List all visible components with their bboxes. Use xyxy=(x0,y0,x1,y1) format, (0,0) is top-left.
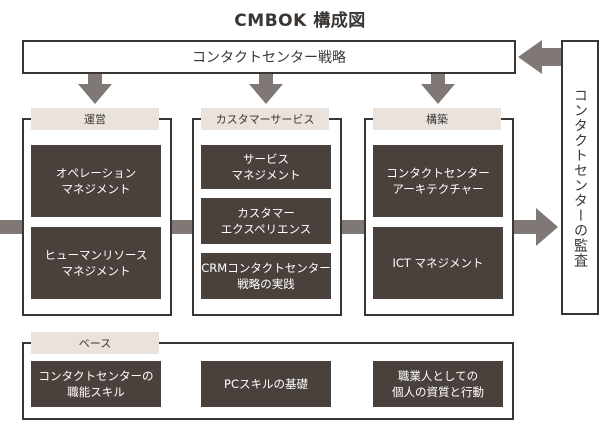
professional-skill-box: コンタクトセンターの 職能スキル xyxy=(31,361,161,407)
right-arrow-to-audit xyxy=(514,208,558,246)
down-arrow-build xyxy=(421,74,455,104)
left-arrow-audit-to-strategy xyxy=(518,40,562,74)
ict-management-box: ICT マネジメント xyxy=(373,227,503,299)
flow-bar-2 xyxy=(342,220,364,234)
flow-bar-left xyxy=(0,220,22,234)
operation-tag: 運営 xyxy=(31,108,159,130)
down-arrow-operation xyxy=(78,74,112,104)
service-management-box: サービス マネジメント xyxy=(201,145,331,189)
architecture-box: コンタクトセンター アーキテクチャー xyxy=(373,145,503,217)
human-resource-management-box: ヒューマンリソース マネジメント xyxy=(31,227,161,299)
pc-skill-box: PCスキルの基礎 xyxy=(201,361,331,407)
diagram-title: CMBOK 構成図 xyxy=(234,11,366,31)
personal-quality-box: 職業人としての 個人の資質と行動 xyxy=(373,361,503,407)
base-tag: ベース xyxy=(31,332,159,354)
crm-strategy-box: CRMコンタクトセンター 戦略の実践 xyxy=(201,253,331,299)
customer-experience-box: カスタマー エクスペリエンス xyxy=(201,198,331,244)
audit-box: コンタクトセンターの監査 xyxy=(561,40,599,315)
customer-service-tag: カスタマーサービス xyxy=(201,108,329,130)
strategy-box: コンタクトセンター戦略 xyxy=(22,40,516,74)
down-arrow-customer xyxy=(249,74,283,104)
operation-management-box: オペレーション マネジメント xyxy=(31,145,161,217)
build-tag: 構築 xyxy=(373,108,501,130)
audit-label: コンタクトセンターの監査 xyxy=(572,87,588,268)
